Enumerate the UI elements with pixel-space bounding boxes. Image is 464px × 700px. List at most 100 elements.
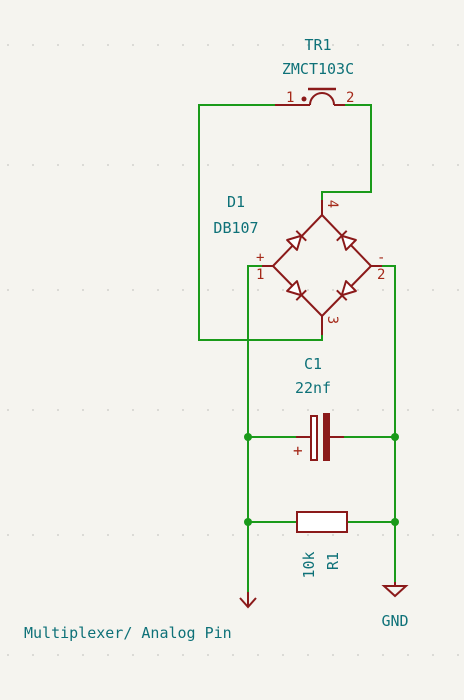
diode-bottom-left (286, 280, 307, 301)
output-arrow[interactable] (239, 592, 257, 609)
grid-dot (307, 289, 309, 291)
grid-dot (232, 409, 234, 411)
grid-dot (207, 534, 209, 536)
grid-dot (282, 164, 284, 166)
grid-dot (307, 409, 309, 411)
grid-dot (82, 44, 84, 46)
junction-dot (391, 433, 399, 441)
grid-dot (282, 654, 284, 656)
grid-dot (182, 289, 184, 291)
grid-dot (157, 289, 159, 291)
grid-dot (382, 289, 384, 291)
grid-dot (7, 534, 9, 536)
grid-dot (407, 289, 409, 291)
grid-dot (457, 409, 459, 411)
grid-dot (107, 164, 109, 166)
grid-dot (357, 164, 359, 166)
grid-dot (457, 44, 459, 46)
grid-dot (7, 44, 9, 46)
grid-dot (32, 534, 34, 536)
grid-dot (57, 164, 59, 166)
grid-dot (382, 654, 384, 656)
grid-dot (407, 409, 409, 411)
grid-dot (257, 164, 259, 166)
grid-dot (182, 44, 184, 46)
wire-bridge-minus-to-gnd[interactable] (381, 265, 396, 583)
grid-dot (82, 534, 84, 536)
c1-ref-label: C1 (304, 355, 322, 373)
d1-pin2-number: 2 (377, 267, 385, 283)
tr1-ref-label: TR1 (304, 36, 331, 54)
gnd-symbol[interactable] (381, 582, 409, 598)
grid-dot (257, 289, 259, 291)
c1-value-label: 22nf (295, 379, 331, 397)
grid-dot (432, 44, 434, 46)
grid-dot (332, 44, 334, 46)
wire-tr1-pin2-to-bridge-pin4[interactable] (321, 104, 372, 201)
grid-dot (432, 534, 434, 536)
grid-dot (357, 289, 359, 291)
grid-dot (382, 534, 384, 536)
grid-dot (332, 409, 334, 411)
grid-dot (407, 534, 409, 536)
d1-ref-label: D1 (227, 193, 245, 211)
grid-dot (257, 534, 259, 536)
grid-dot (457, 654, 459, 656)
grid-dot (407, 164, 409, 166)
grid-dot (57, 289, 59, 291)
grid-dot (307, 164, 309, 166)
grid-dot (7, 409, 9, 411)
grid-dot (132, 534, 134, 536)
grid-dot (207, 409, 209, 411)
c1-positive-plate (310, 415, 318, 461)
grid-dot (7, 164, 9, 166)
gnd-label: GND (381, 612, 408, 630)
grid-dot (132, 44, 134, 46)
grid-dot (182, 534, 184, 536)
grid-dot (157, 409, 159, 411)
grid-dot (107, 44, 109, 46)
wire-bridge-plus-to-output[interactable] (247, 265, 263, 601)
tr1-pin2-number: 2 (346, 90, 354, 106)
tr1-pin1-number: 1 (286, 90, 294, 106)
grid-dot (432, 164, 434, 166)
grid-dot (232, 654, 234, 656)
grid-dots (7, 44, 459, 656)
grid-dot (432, 289, 434, 291)
resistor-r1[interactable] (296, 511, 348, 533)
grid-dot (132, 409, 134, 411)
grid-dot (457, 534, 459, 536)
grid-dot (57, 654, 59, 656)
grid-dot (332, 164, 334, 166)
output-arrow-head (239, 597, 257, 609)
grid-dot (282, 534, 284, 536)
grid-dot (82, 409, 84, 411)
grid-dot (282, 289, 284, 291)
transformer-tr1[interactable] (275, 87, 345, 106)
grid-dot (207, 44, 209, 46)
junction-dot (391, 518, 399, 526)
grid-dot (82, 289, 84, 291)
tr1-phase-dot (301, 96, 307, 102)
junctions (244, 433, 399, 526)
grid-dot (107, 534, 109, 536)
grid-dot (257, 44, 259, 46)
grid-dot (382, 44, 384, 46)
wire-tr1-pin1-to-bridge-pin3[interactable] (198, 104, 323, 341)
grid-dot (32, 289, 34, 291)
r1-value-label: 10k (300, 551, 318, 578)
grid-dot (432, 654, 434, 656)
grid-dot (57, 409, 59, 411)
grid-dot (32, 409, 34, 411)
grid-dot (132, 164, 134, 166)
grid-dot (32, 164, 34, 166)
grid-dot (57, 534, 59, 536)
d1-pin4-number: 4 (324, 200, 340, 208)
capacitor-c1[interactable] (296, 413, 344, 461)
grid-dot (332, 654, 334, 656)
grid-dot (107, 409, 109, 411)
grid-dot (207, 289, 209, 291)
grid-dot (32, 44, 34, 46)
diode-bottom-right (336, 280, 357, 301)
bridge-rectifier-d1[interactable] (262, 200, 382, 335)
